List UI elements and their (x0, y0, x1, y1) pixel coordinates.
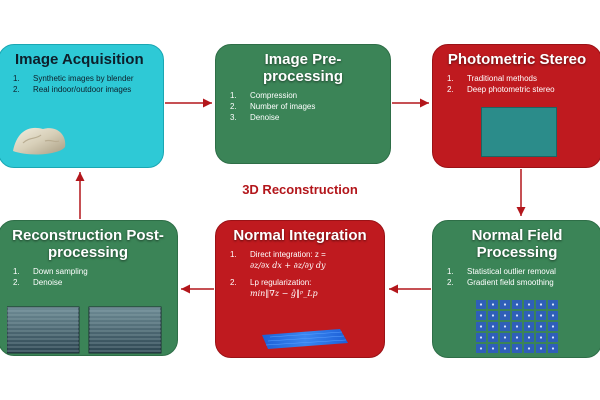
list-item: 2.Number of images (230, 102, 316, 111)
surface-thumbnail (262, 329, 348, 349)
grid-dot (503, 325, 507, 328)
grid-dot (479, 314, 483, 317)
stage-title-line1: Reconstruction Post- (12, 227, 164, 244)
grid-dot (539, 303, 543, 306)
grid-dot (515, 347, 519, 350)
grid-dot (527, 336, 531, 339)
stage-normal-integration: Normal Integration 1.Direct integration:… (215, 220, 385, 358)
grid-dot (503, 336, 507, 339)
stage-items: 1.Synthetic images by blender 2.Real ind… (9, 73, 153, 95)
stage-photometric-stereo: Photometric Stereo 1.Traditional methods… (432, 44, 600, 168)
stage-image-preprocessing: Image Pre-processing 1.Compression 2.Num… (215, 44, 391, 164)
list-item: ∂z/∂x dx + ∂z/∂y dy (250, 261, 326, 270)
list-item: 1.Synthetic images by blender (13, 74, 134, 83)
grid-dot (491, 303, 495, 306)
stage-items: 1.Traditional methods 2.Deep photometric… (443, 73, 591, 95)
normal-map-thumbnail (481, 107, 557, 157)
stage-items: 1.Compression 2.Number of images 3.Denoi… (226, 90, 380, 123)
list-item: 2.Denoise (13, 278, 63, 287)
diagram-title: 3D Reconstruction (242, 182, 358, 197)
grid-dot (503, 303, 507, 306)
grid-dot (515, 336, 519, 339)
grid-dot (503, 347, 507, 350)
stage-image-acquisition: Image Acquisition 1.Synthetic images by … (0, 44, 164, 168)
grid-dot (539, 314, 543, 317)
grid-dot (527, 347, 531, 350)
grid-dot (551, 314, 555, 317)
stage-title: Normal Integration (233, 227, 367, 244)
grid-dot (479, 336, 483, 339)
normal-field-grid (476, 300, 558, 353)
stage-title: Image Pre-processing (262, 51, 344, 85)
grid-dot (551, 325, 555, 328)
grid-dot (527, 303, 531, 306)
grid-dot (491, 336, 495, 339)
grid-dot (479, 347, 483, 350)
list-item: min‖∇z − ĝ‖ᵖ_Lp (250, 289, 318, 298)
grid-dot (479, 303, 483, 306)
grid-dot (515, 314, 519, 317)
grid-dot (491, 314, 495, 317)
list-item: 2.Real indoor/outdoor images (13, 85, 132, 94)
grid-dot (539, 336, 543, 339)
list-item: 3.Denoise (230, 113, 280, 122)
grid-dot (515, 325, 519, 328)
list-item: 1.Statistical outlier removal (447, 267, 556, 276)
grid-dot (539, 347, 543, 350)
grid-dot (551, 303, 555, 306)
mesh-result-thumbnails (7, 306, 162, 354)
grid-dot (551, 347, 555, 350)
list-item: 2.Gradient field smoothing (447, 278, 554, 287)
stage-items: 1.Direct integration: z = ∂z/∂x dx + ∂z/… (226, 249, 374, 299)
grid-dot (491, 347, 495, 350)
stage-items: 1.Down sampling 2.Denoise (9, 266, 167, 288)
stage-title-line2: processing (47, 244, 129, 261)
grid-dot (551, 336, 555, 339)
grid-dot (491, 325, 495, 328)
stage-title: Photometric Stereo (447, 51, 587, 68)
stage-title-line2: Processing (476, 244, 558, 261)
grid-dot (479, 325, 483, 328)
stage-reconstruction-postprocessing: Reconstruction Post- processing 1.Down s… (0, 220, 178, 356)
list-item: 2.Lp regularization: (230, 278, 312, 287)
list-item: 2.Deep photometric stereo (447, 85, 555, 94)
grid-dot (503, 314, 507, 317)
stage-normal-field-processing: Normal Field Processing 1.Statistical ou… (432, 220, 600, 358)
stage-title-line1: Normal Field (471, 227, 563, 244)
list-item: 1.Down sampling (13, 267, 88, 276)
list-item: 1.Traditional methods (447, 74, 537, 83)
list-item: 1.Direct integration: z = (230, 250, 326, 259)
stage-title: Image Acquisition (15, 51, 144, 68)
grid-dot (515, 303, 519, 306)
stage-items: 1.Statistical outlier removal 2.Gradient… (443, 266, 591, 288)
grid-dot (527, 325, 531, 328)
grid-dot (539, 325, 543, 328)
rendered-object-thumbnail (13, 127, 66, 155)
grid-dot (527, 314, 531, 317)
list-item: 1.Compression (230, 91, 298, 100)
